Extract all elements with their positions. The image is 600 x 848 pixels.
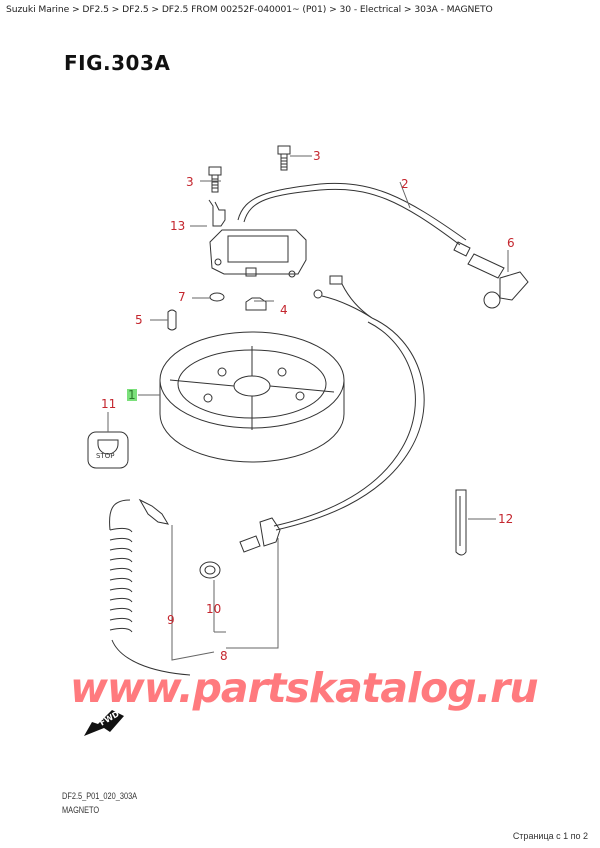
ignition-coil-icon <box>209 229 307 278</box>
figure-caption: MAGNETO <box>62 805 100 815</box>
callout-10[interactable]: 10 <box>206 602 222 616</box>
nut-icon <box>199 561 221 579</box>
callout-5[interactable]: 5 <box>135 313 143 327</box>
callout-6[interactable]: 6 <box>507 236 515 250</box>
high-tension-cable <box>243 188 461 246</box>
stop-label: STOP <box>96 452 115 460</box>
stop-lead-wire <box>275 317 425 531</box>
watermark: www.partskatalog.ru <box>70 664 539 712</box>
bracket-icon <box>208 199 226 227</box>
plug-cap-icon <box>467 253 529 309</box>
callout-8[interactable]: 8 <box>220 649 228 663</box>
callout-1[interactable]: 1 <box>127 388 137 402</box>
callout-11[interactable]: 11 <box>101 397 117 411</box>
bolt-icon <box>208 166 222 193</box>
stop-switch-icon <box>87 431 129 469</box>
terminal-icon <box>239 517 281 553</box>
callout-4[interactable]: 4 <box>280 303 288 317</box>
callout-13[interactable]: 13 <box>170 219 186 233</box>
clip-icon <box>455 489 467 556</box>
fwd-arrow-icon: FWD <box>82 706 126 742</box>
callout-2[interactable]: 2 <box>401 177 409 191</box>
callout-12[interactable]: 12 <box>498 512 514 526</box>
lanyard-coil-icon <box>109 498 191 676</box>
callout-7[interactable]: 7 <box>178 290 186 304</box>
callout-9[interactable]: 9 <box>167 613 175 627</box>
nut-icon <box>245 297 267 311</box>
figure-title: FIG.303A <box>64 51 171 75</box>
callout-3[interactable]: 3 <box>313 149 321 163</box>
flywheel-icon <box>159 331 345 463</box>
breadcrumb[interactable]: Suzuki Marine > DF2.5 > DF2.5 > DF2.5 FR… <box>6 4 493 15</box>
figure-code: DF2.5_P01_020_303A <box>62 791 138 801</box>
page-indicator: Страница с 1 по 2 <box>512 831 588 841</box>
washer-icon <box>209 292 225 302</box>
bolt-icon <box>277 145 291 171</box>
callout-3[interactable]: 3 <box>186 175 194 189</box>
key-icon <box>167 309 177 331</box>
